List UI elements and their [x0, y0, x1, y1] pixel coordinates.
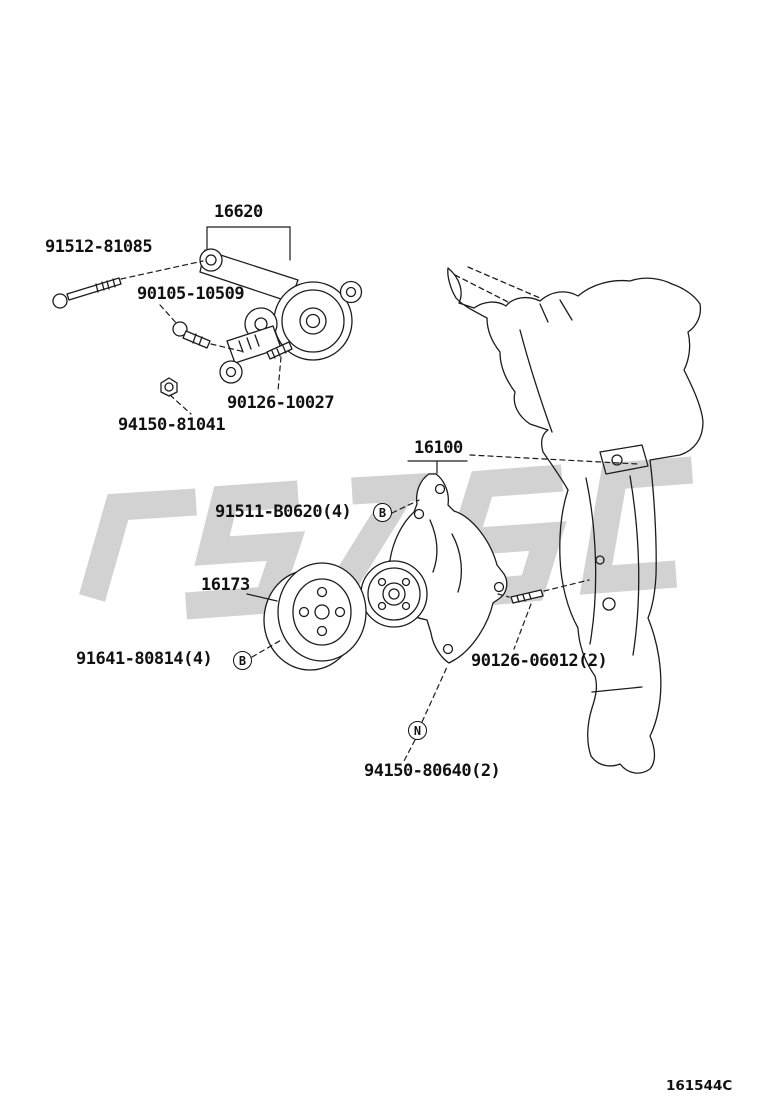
- tensioner-assembly-drawing: [199, 248, 363, 384]
- figure-code: 161544C: [666, 1078, 733, 1094]
- stud-90126-06012-drawing: [510, 589, 544, 604]
- pulley-drawing: [263, 562, 367, 671]
- leader-lines-solid: [206, 226, 468, 602]
- part-label-16100: 16100: [414, 438, 463, 458]
- fastener-badge-n: N: [408, 721, 427, 740]
- part-label-90105-10509: 90105-10509: [137, 284, 245, 304]
- part-label-91512-81085: 91512-81085: [45, 237, 153, 257]
- fastener-drawings-top: [52, 277, 293, 397]
- part-label-16620: 16620: [214, 202, 263, 222]
- water-pump-drawing: [360, 473, 508, 664]
- fastener-badge-b-1: B: [373, 503, 392, 522]
- part-label-94150-81041: 94150-81041: [118, 415, 226, 435]
- leader-lines-dashed: [120, 260, 639, 762]
- part-label-94150-80640: 94150-80640(2): [364, 761, 501, 781]
- part-label-91511-B0620: 91511-B0620(4): [215, 502, 352, 522]
- part-label-90126-06012: 90126-06012(2): [471, 651, 608, 671]
- nut-94150-81041-drawing: [160, 377, 178, 397]
- bolt-91512-drawing: [52, 277, 122, 309]
- engine-block-drawing: [447, 266, 704, 774]
- part-label-91641-80814: 91641-80814(4): [76, 649, 213, 669]
- stud-90126-10027-drawing: [266, 341, 293, 360]
- bolt-90105-drawing: [172, 321, 211, 349]
- part-label-90126-10027: 90126-10027: [227, 393, 335, 413]
- fastener-badge-b-2: B: [233, 651, 252, 670]
- part-label-16173: 16173: [201, 575, 250, 595]
